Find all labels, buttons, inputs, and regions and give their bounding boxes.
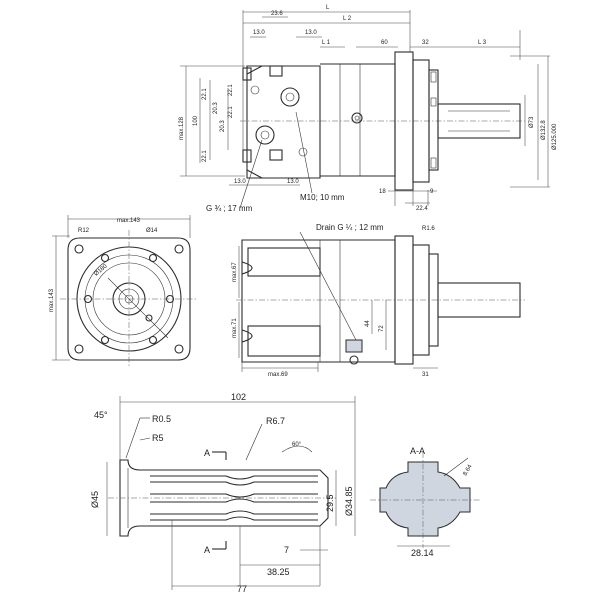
- dim-r0-5: R0.5: [152, 414, 171, 424]
- dim-13-0-right: 13.0: [305, 30, 317, 36]
- dim-max143-top: max.143: [117, 218, 141, 224]
- dim-dia180: Ø180: [93, 263, 109, 277]
- dim-38-25: 38.25: [267, 567, 290, 577]
- dim-L1: L 1: [322, 40, 331, 46]
- dim-100: 100: [193, 115, 199, 126]
- dim-dia132: Ø132.8: [541, 120, 547, 140]
- dim-45deg: 45°: [94, 410, 108, 420]
- section-a-top: A: [204, 448, 210, 458]
- dim-dia34-85: Ø34.85: [344, 486, 354, 516]
- dim-22-1-a: 22.1: [202, 88, 208, 100]
- dim-8-64: 8.64: [463, 463, 474, 477]
- dim-32: 32: [422, 40, 429, 46]
- dim-60: 60: [381, 40, 388, 46]
- dim-18: 18: [379, 189, 386, 195]
- section-a-bottom: A: [204, 545, 210, 555]
- dim-r1-6: R1.6: [422, 226, 435, 232]
- side-view: Drain G ¼ ; 12 mm R1.6 max.67 max.71 72 …: [232, 223, 525, 378]
- dim-dia14: Ø14: [146, 228, 158, 234]
- dim-44: 44: [365, 320, 371, 327]
- dim-102: 102: [231, 392, 246, 402]
- dim-20-3-b: 20.3: [220, 120, 226, 132]
- front-view: max.143 R12 Ø14 max.143 Ø180: [49, 215, 198, 368]
- dim-13-0-left: 13.0: [253, 30, 265, 36]
- dim-29-5: 29.5: [325, 494, 335, 512]
- dim-77: 77: [237, 584, 247, 594]
- dim-22-1-d: 22.1: [228, 106, 234, 118]
- dim-max69: max.69: [268, 372, 288, 378]
- dim-7: 7: [284, 545, 289, 555]
- dim-13-0-c: 13.0: [234, 179, 246, 185]
- dim-22-1-b: 22.1: [202, 150, 208, 162]
- dim-r12: R12: [78, 228, 90, 234]
- dim-r5: R5: [152, 433, 164, 443]
- dim-9: 9: [430, 189, 434, 195]
- label-m10: M10; 10 mm: [300, 193, 345, 202]
- label-port-g34: G ¾ ; 17 mm: [206, 204, 253, 213]
- dim-22-1-c: 22.1: [228, 84, 234, 96]
- dim-31: 31: [422, 372, 429, 378]
- section-title: A-A: [410, 446, 425, 456]
- dim-max128: max.128: [179, 116, 185, 140]
- dim-60deg: 60°: [292, 442, 302, 448]
- dim-dia45: Ø45: [90, 491, 100, 508]
- dim-22-4: 22.4: [416, 206, 428, 212]
- section-view: A-A 8.64 28.14: [370, 446, 480, 558]
- dim-max67: max.67: [232, 262, 238, 282]
- dim-L2: L 2: [343, 16, 352, 22]
- label-drain: Drain G ¼ ; 12 mm: [316, 223, 384, 232]
- dim-max143-side: max.143: [49, 288, 55, 312]
- dim-max71: max.71: [232, 318, 238, 338]
- shaft-view: 102 45° R0.5 R5 R6.7 60° A A Ø45 29.5: [90, 392, 356, 594]
- dim-20-3-a: 20.3: [213, 102, 219, 114]
- dim-r6-7: R6.7: [266, 416, 285, 426]
- top-view: L L 2 23.6 13.0 13.0 L 1 60 32 L 3 max.1…: [179, 5, 558, 213]
- dim-L: L: [326, 5, 330, 11]
- dim-dia73: Ø73: [529, 116, 535, 128]
- dim-28-14: 28.14: [411, 548, 434, 558]
- dim-23-6: 23.6: [271, 11, 283, 17]
- dim-dia125: Ø125.000: [552, 123, 558, 150]
- dim-13-0-d: 13.0: [287, 179, 299, 185]
- dim-L3: L 3: [478, 40, 487, 46]
- dim-72: 72: [379, 325, 385, 332]
